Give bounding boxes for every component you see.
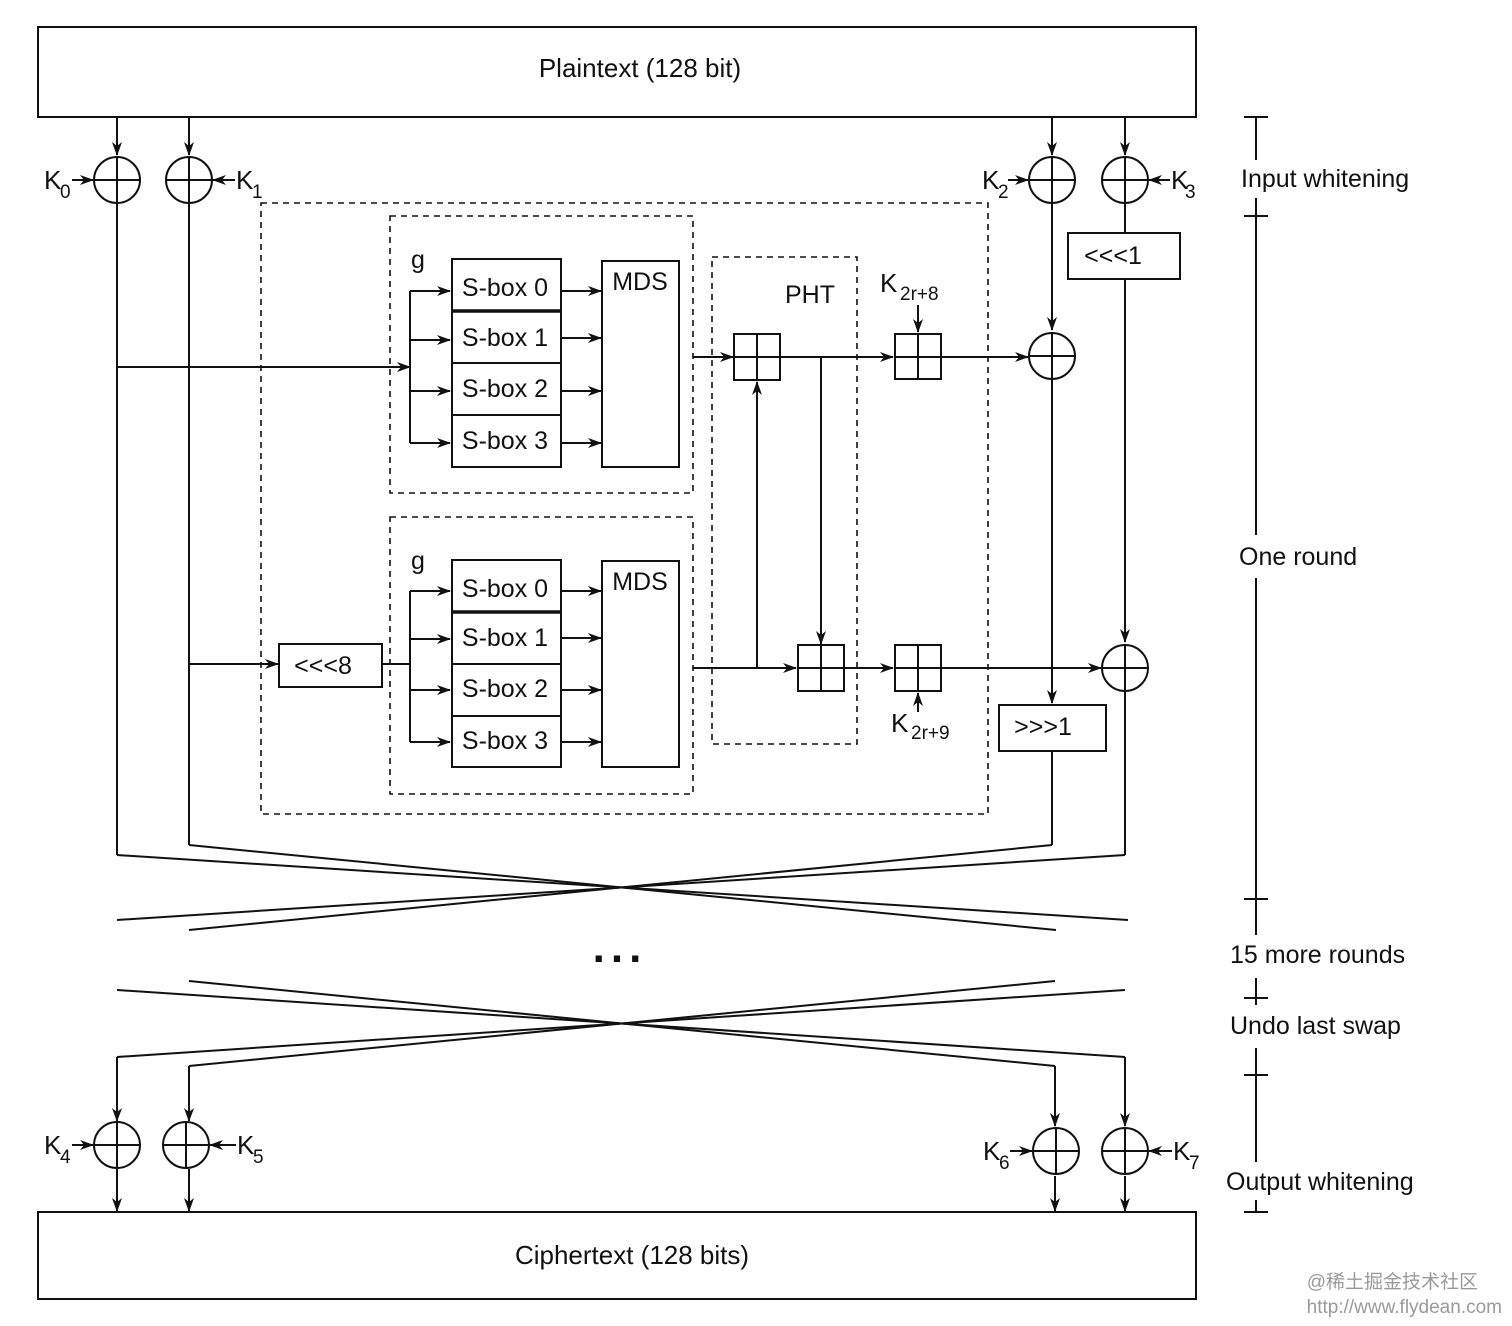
stage-scale [1244, 116, 1268, 1213]
plaintext-label: Plaintext (128 bit) [539, 53, 741, 83]
rotate-right-1-box [998, 704, 1107, 752]
rotate-right-1-label: >>>1 [1014, 713, 1072, 741]
key-adder-k2r8 [894, 333, 942, 380]
sbox-1-bottom-label: S-box 1 [462, 624, 548, 652]
key-k3-letter: K [1171, 165, 1189, 195]
xor-round-d [1101, 644, 1149, 692]
key-k2r9-sub: 2r+9 [911, 723, 950, 744]
g-function-bottom [389, 516, 694, 795]
rotate-left-1-label: <<<1 [1084, 242, 1142, 270]
key-k7-letter: K [1173, 1136, 1191, 1166]
swap-crossing-1 [116, 844, 1129, 931]
key-k2r8-sub: 2r+8 [900, 284, 939, 305]
g-label-top: g [411, 246, 425, 274]
key-k2-letter: K [982, 165, 1000, 195]
rotate-left-8-label: <<<8 [294, 652, 352, 680]
xor-k2 [1028, 156, 1076, 204]
sbox-1-bottom [451, 611, 562, 665]
xor-k4 [93, 1121, 141, 1169]
mds-top [601, 260, 680, 468]
key-k4-sub: 4 [60, 1147, 71, 1168]
key-k7-sub: 7 [1189, 1153, 1200, 1174]
sbox-1-top-label: S-box 1 [462, 324, 548, 352]
xor-k0 [93, 156, 141, 204]
key-k2-sub: 2 [998, 182, 1009, 203]
data-lines [112, 117, 1130, 855]
mds-top-label: MDS [612, 268, 668, 296]
xor-k1 [165, 156, 213, 204]
stage-undo-swap: Undo last swap [1230, 1012, 1401, 1040]
stage-one-round: One round [1239, 543, 1357, 571]
mds-bottom [601, 560, 680, 768]
plaintext-box [37, 26, 1197, 118]
more-rounds-ellipsis: ... [593, 923, 648, 972]
rotate-left-8-box [278, 643, 383, 688]
g-function-top [389, 215, 694, 494]
xor-round-c [1028, 332, 1076, 380]
watermark-line1: @稀土掘金技术社区 [1307, 1271, 1478, 1293]
key-k1-sub: 1 [252, 182, 263, 203]
key-k1-letter: K [236, 165, 254, 195]
xor-k6 [1032, 1127, 1080, 1175]
key-k6-letter: K [983, 1136, 1001, 1166]
ciphertext-box [37, 1211, 1197, 1300]
sbox-2-top-label: S-box 2 [462, 375, 548, 403]
watermark-line2: http://www.flydean.com [1307, 1297, 1502, 1318]
key-k5-sub: 5 [253, 1147, 264, 1168]
pht-adder-bottom [797, 644, 845, 692]
sbox-3-top-label: S-box 3 [462, 427, 548, 455]
key-k5-letter: K [237, 1130, 255, 1160]
rotate-left-1-box [1067, 232, 1181, 280]
pht-adder-top [733, 333, 781, 381]
xor-k3 [1101, 156, 1149, 204]
pht-label: PHT [785, 281, 835, 309]
pht-box [711, 256, 858, 745]
key-k0-letter: K [44, 165, 62, 195]
stage-output-whitening: Output whitening [1226, 1168, 1414, 1196]
sbox-0-top-label: S-box 0 [462, 274, 548, 302]
xor-k7 [1101, 1127, 1149, 1175]
stage-more-rounds: 15 more rounds [1230, 941, 1405, 969]
sbox-3-top [451, 414, 562, 468]
sbox-3-bottom [451, 715, 562, 768]
key-k3-sub: 3 [1185, 182, 1196, 203]
g-label-bottom: g [411, 547, 425, 575]
key-k2r9-letter: K [891, 708, 909, 738]
sbox-0-bottom-label: S-box 0 [462, 575, 548, 603]
round-function-box [260, 202, 989, 815]
key-adder-k2r9 [894, 644, 942, 692]
key-k6-sub: 6 [999, 1153, 1010, 1174]
key-k0-sub: 0 [60, 182, 71, 203]
key-k2r8-letter: K [880, 268, 898, 298]
stage-input-whitening: Input whitening [1241, 165, 1409, 193]
sbox-3-bottom-label: S-box 3 [462, 727, 548, 755]
ciphertext-label: Ciphertext (128 bits) [515, 1240, 749, 1270]
sbox-2-bottom-label: S-box 2 [462, 675, 548, 703]
xor-k5 [162, 1121, 210, 1169]
mds-bottom-label: MDS [612, 568, 668, 596]
key-k4-letter: K [44, 1130, 62, 1160]
swap-crossing-2 [116, 980, 1126, 1067]
